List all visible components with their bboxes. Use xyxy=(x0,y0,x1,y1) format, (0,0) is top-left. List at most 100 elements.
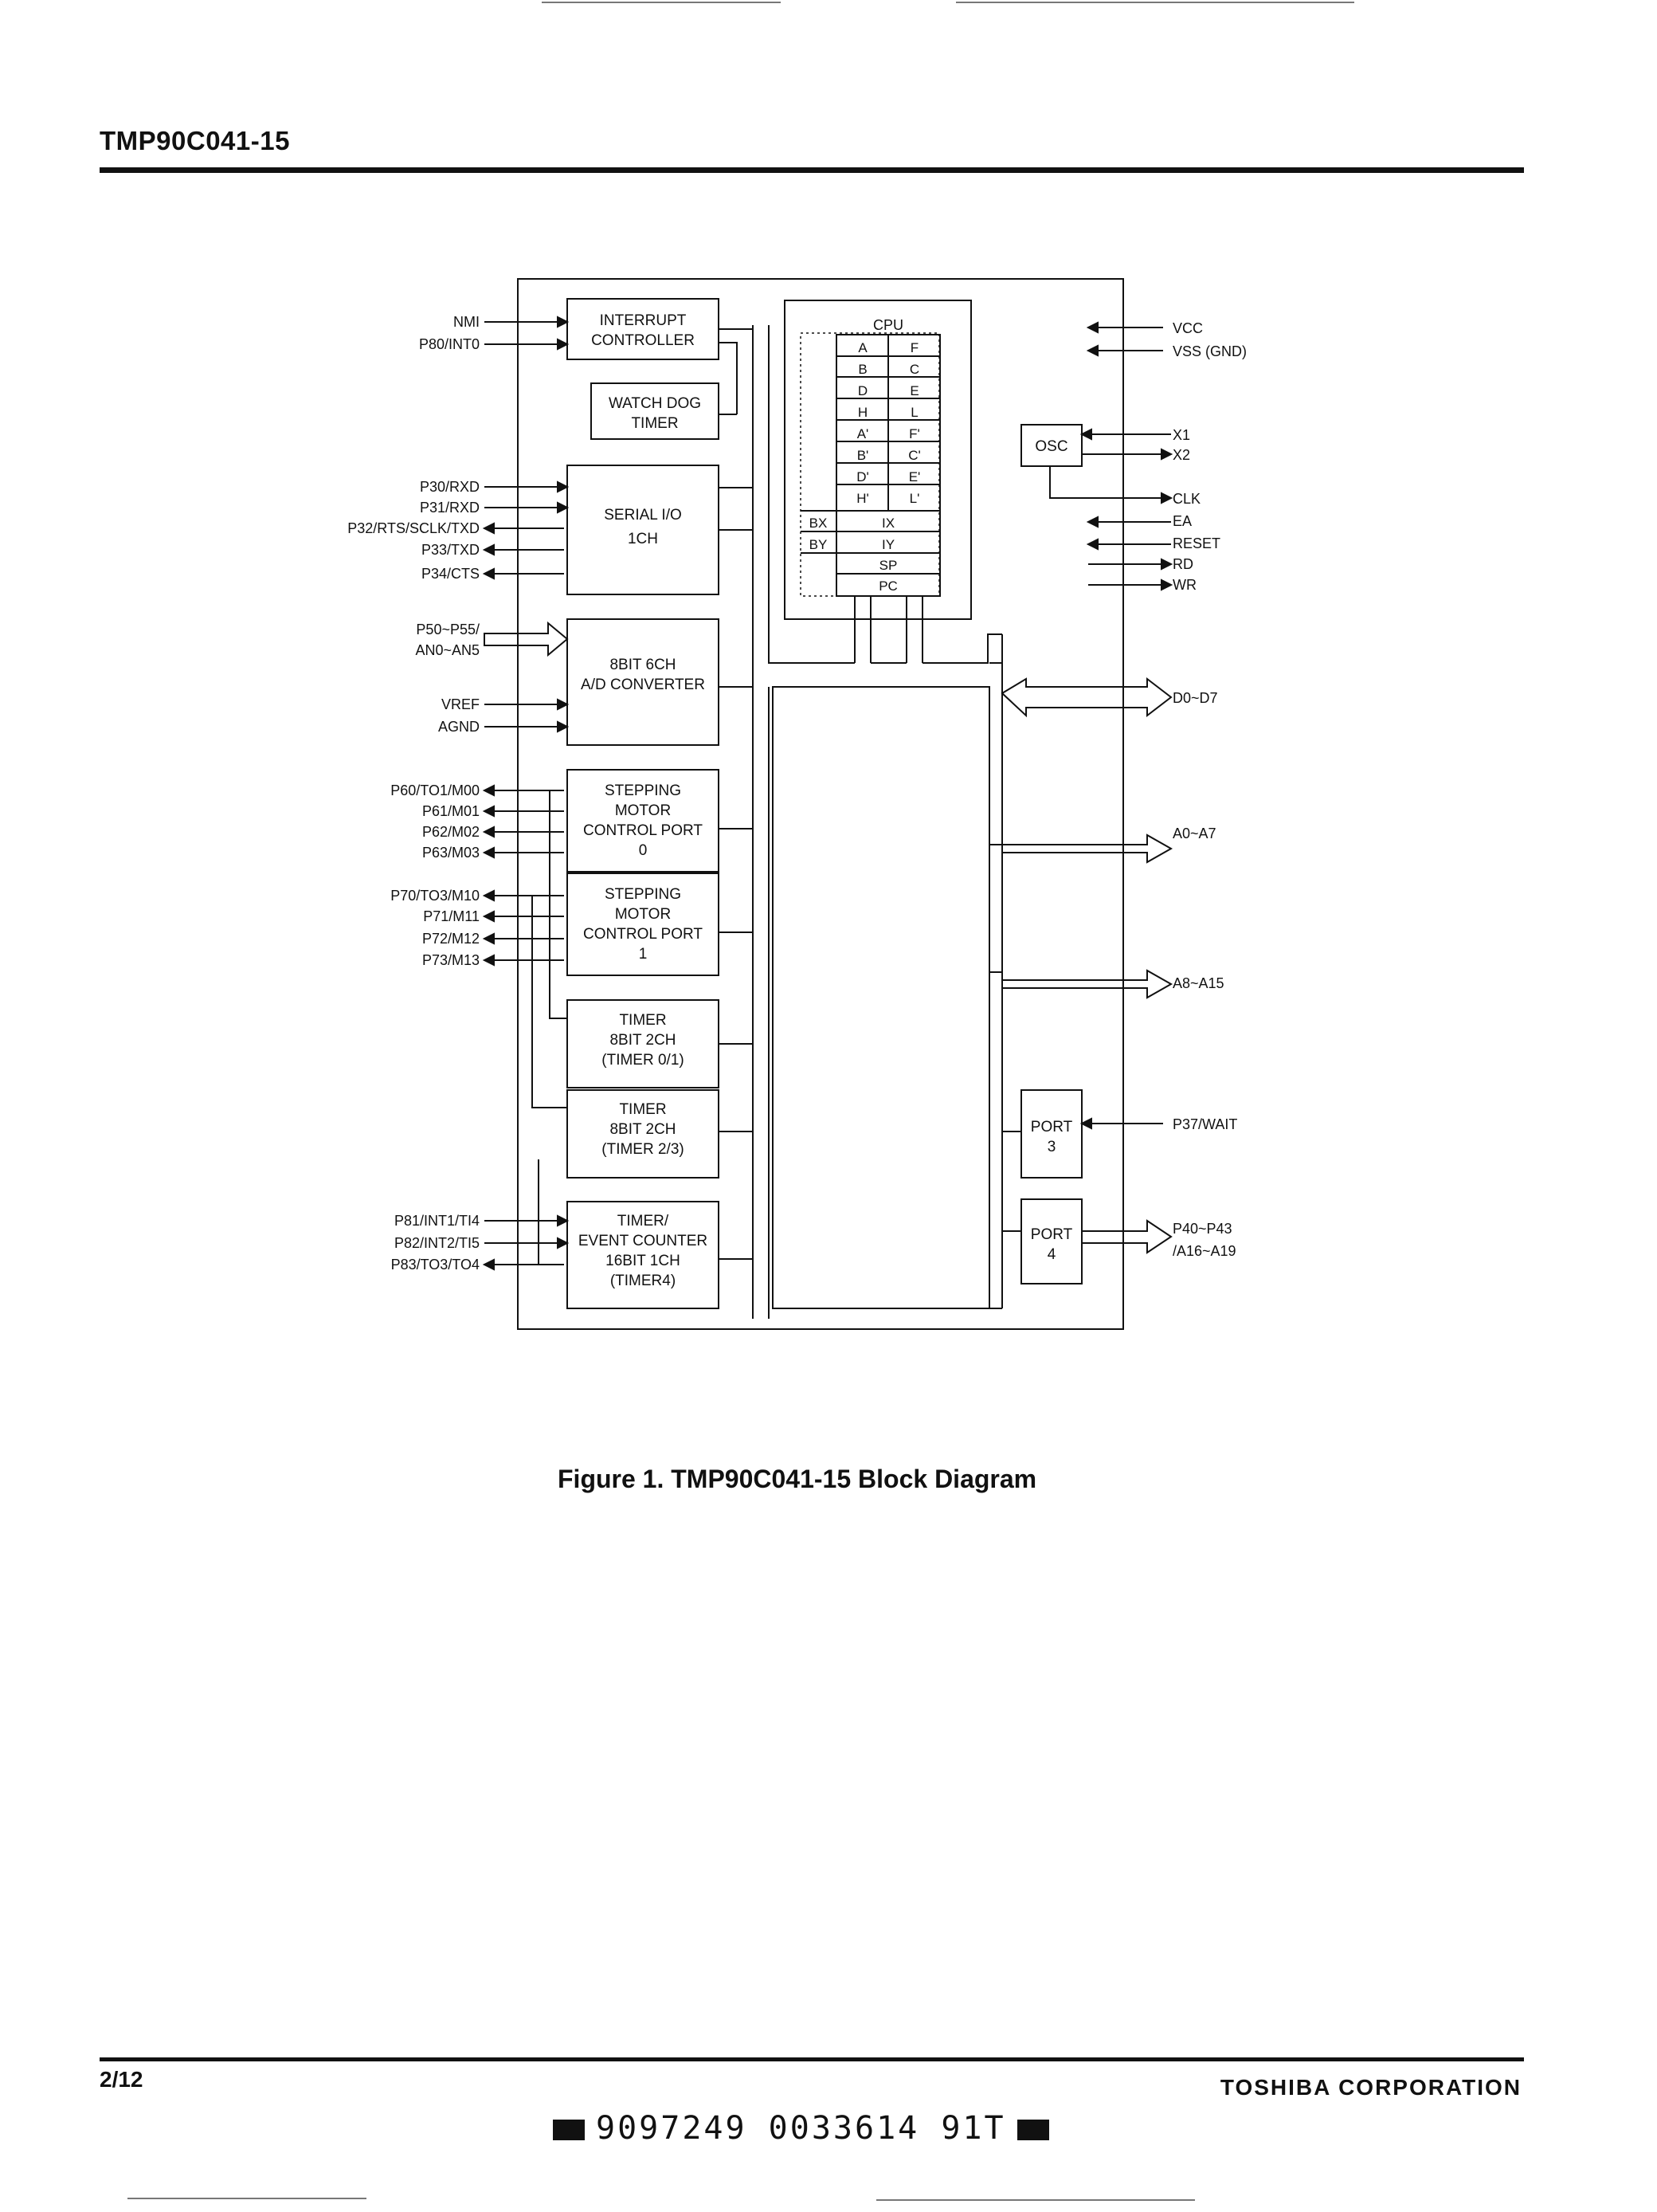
timer01-label: 8BIT 2CH xyxy=(609,1032,676,1049)
cpu-register-label: H' xyxy=(856,491,869,506)
left-pin-label: P34/CTS xyxy=(421,566,480,582)
port4-label: PORT xyxy=(1031,1226,1073,1243)
left-pin-label: P32/RTS/SCLK/TXD xyxy=(347,520,480,536)
barcode: 9097249 0033614 91T xyxy=(542,2110,1060,2147)
header-rule xyxy=(100,167,1524,173)
document-title: TMP90C041-15 xyxy=(100,126,290,155)
watchdog-timer-block xyxy=(590,382,719,440)
barcode-mark-left xyxy=(553,2120,585,2140)
port3-block xyxy=(1020,1089,1083,1179)
serial-io-block xyxy=(566,465,719,595)
watchdog-timer-label: TIMER xyxy=(631,415,678,432)
left-pin-label: P63/M03 xyxy=(422,845,480,861)
cpu-index-register-label: IY xyxy=(882,537,895,552)
cpu-index-prefix-label: BX xyxy=(809,516,828,531)
timer4-label: EVENT COUNTER xyxy=(578,1233,707,1249)
port4-arrow xyxy=(1082,1219,1173,1254)
timer4-label: (TIMER4) xyxy=(610,1273,676,1289)
cpu-register-label: H xyxy=(858,405,868,420)
left-pin-label: AN0~AN5 xyxy=(415,642,480,658)
timer23-label: (TIMER 2/3) xyxy=(601,1141,684,1158)
serial-io-label: 1CH xyxy=(628,531,658,547)
barcode-mark-right xyxy=(1017,2120,1049,2140)
cpu-block xyxy=(784,300,972,620)
cpu-label: CPU xyxy=(873,317,903,333)
data-bus-arrow xyxy=(1001,677,1173,718)
stepping-motor-port1-label: 1 xyxy=(639,946,648,963)
addr-high-arrow xyxy=(1002,969,1173,999)
internal-memory-area xyxy=(772,686,990,1309)
company-name: TOSHIBA CORPORATION xyxy=(1220,2075,1522,2100)
chip-outline xyxy=(517,278,1124,1330)
stepping-motor-port0-block xyxy=(566,769,719,873)
cpu-register-label: D' xyxy=(856,469,869,484)
stepping-motor-port1-label: STEPPING xyxy=(605,886,681,903)
left-pin-label: P83/TO3/TO4 xyxy=(391,1257,480,1273)
cpu-index-register-label: IX xyxy=(882,516,895,531)
left-pin-label: P70/TO3/M10 xyxy=(390,888,480,904)
port-bus-links xyxy=(1002,1131,1021,1232)
watchdog-timer-label: WATCH DOG xyxy=(609,395,701,412)
timer23-label: 8BIT 2CH xyxy=(609,1121,676,1138)
cpu-register-label: L' xyxy=(910,491,920,506)
stepping-motor-port1-label: MOTOR xyxy=(615,906,671,923)
scan-artifact xyxy=(876,2199,1195,2201)
internal-bus xyxy=(752,325,1003,1319)
right-pin-label: RESET xyxy=(1173,535,1220,551)
left-pin-label: P31/RXD xyxy=(420,500,480,516)
left-pin-label: P50~P55/ xyxy=(416,622,480,637)
stepping-motor-port1-block xyxy=(566,873,719,976)
timer-routing xyxy=(531,790,567,1265)
cpu-register-label: B xyxy=(858,362,867,377)
timer4-label: TIMER/ xyxy=(617,1213,669,1230)
left-pin-label: AGND xyxy=(438,719,480,735)
timer01-label: (TIMER 0/1) xyxy=(601,1052,684,1069)
stepping-motor-port0-label: CONTROL PORT xyxy=(583,822,703,839)
left-pin-label: P73/M13 xyxy=(422,952,480,968)
osc-lines xyxy=(1049,433,1171,499)
port4-pin-label: /A16~A19 xyxy=(1173,1243,1236,1259)
right-pin-label: X2 xyxy=(1173,447,1190,463)
data-bus-label: D0~D7 xyxy=(1173,690,1218,706)
stepping-motor-port0-label: STEPPING xyxy=(605,782,681,799)
interrupt-controller-label: CONTROLLER xyxy=(591,332,695,349)
stepping-motor-port0-label: MOTOR xyxy=(615,802,671,819)
addr-high-label: A8~A15 xyxy=(1173,975,1224,991)
left-pin-label: P82/INT2/TI5 xyxy=(394,1235,480,1251)
osc-block xyxy=(1020,424,1083,467)
timer4-label: 16BIT 1CH xyxy=(605,1253,680,1269)
stepping-motor-port1-label: CONTROL PORT xyxy=(583,926,703,943)
right-pin-label: EA xyxy=(1173,513,1192,529)
cpu-register-label: A' xyxy=(857,426,869,441)
right-pin-lines xyxy=(1082,327,1171,1124)
right-pin-label: RD xyxy=(1173,556,1193,572)
left-pin-label: VREF xyxy=(441,696,480,712)
cpu-sp-label: SP xyxy=(879,558,898,573)
ad-converter-label: A/D CONVERTER xyxy=(581,677,705,693)
cpu-register-label: E xyxy=(910,383,919,398)
right-pin-label: CLK xyxy=(1173,491,1201,507)
left-pin-label: P80/INT0 xyxy=(419,336,480,352)
right-pin-label: WR xyxy=(1173,577,1197,593)
left-pin-label: P33/TXD xyxy=(421,542,480,558)
scan-artifact xyxy=(127,2198,366,2199)
cpu-register-label: C xyxy=(910,362,919,377)
cpu-register-label: F xyxy=(911,340,919,355)
port3-label: 3 xyxy=(1048,1139,1056,1155)
port4-block xyxy=(1020,1198,1083,1284)
cpu-register-label: D xyxy=(858,383,868,398)
stepping-motor-port0-label: 0 xyxy=(639,842,648,859)
left-pin-label: P61/M01 xyxy=(422,803,480,819)
barcode-text: 9097249 0033614 91T xyxy=(596,2110,1006,2147)
left-pin-label: P72/M12 xyxy=(422,931,480,947)
footer-rule xyxy=(100,2057,1524,2061)
cpu-pc-label: PC xyxy=(879,578,898,594)
left-pin-label: P30/RXD xyxy=(420,479,480,495)
ad-converter-label: 8BIT 6CH xyxy=(609,657,676,673)
left-pin-label: P60/TO1/M00 xyxy=(390,782,480,798)
scan-artifact xyxy=(542,2,781,3)
timer23-block xyxy=(566,1089,719,1179)
adc-bus-arrow xyxy=(484,621,569,657)
timer01-label: TIMER xyxy=(619,1012,666,1029)
